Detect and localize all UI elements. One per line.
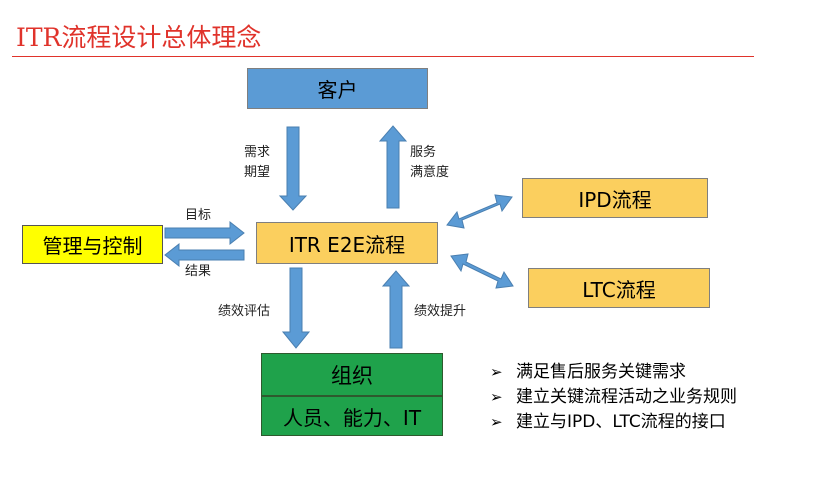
organization-box: 组织 bbox=[261, 353, 443, 396]
list-item-text: 满足售后服务关键需求 bbox=[516, 362, 686, 382]
performance-improve-arrow bbox=[381, 270, 411, 349]
arrowhead-bullet-icon: ➢ bbox=[490, 388, 503, 406]
list-item: ➢ 建立关键流程活动之业务规则 bbox=[490, 385, 737, 410]
demand-arrow bbox=[278, 126, 308, 211]
list-item: ➢ 建立与IPD、LTC流程的接口 bbox=[490, 410, 737, 435]
result-label: 结果 bbox=[185, 264, 212, 279]
demand-label: 需求 期望 bbox=[244, 143, 270, 183]
customer-box: 客户 bbox=[247, 68, 428, 109]
satisfaction-label: 服务 满意度 bbox=[410, 143, 449, 183]
title-divider bbox=[12, 56, 754, 57]
satisfaction-arrow bbox=[378, 125, 408, 209]
itr-ltc-arrow bbox=[450, 253, 514, 289]
performance-eval-label: 绩效评估 bbox=[218, 304, 271, 319]
satisfaction-label-line2: 满意度 bbox=[410, 165, 450, 180]
goal-label: 目标 bbox=[185, 208, 212, 223]
arrowhead-bullet-icon: ➢ bbox=[490, 363, 503, 381]
key-points-list: ➢ 满足售后服务关键需求 ➢ 建立关键流程活动之业务规则 ➢ 建立与IPD、LT… bbox=[490, 360, 737, 435]
satisfaction-label-line1: 服务 bbox=[410, 145, 437, 160]
itr-process-box: ITR E2E流程 bbox=[256, 222, 438, 264]
performance-eval-arrow bbox=[281, 267, 311, 349]
page-title: ITR流程设计总体理念 bbox=[16, 23, 262, 52]
demand-label-line2: 期望 bbox=[244, 165, 271, 180]
arrowhead-bullet-icon: ➢ bbox=[490, 413, 503, 431]
list-item-text: 建立与IPD、LTC流程的接口 bbox=[516, 412, 726, 432]
organization-sub-box: 人员、能力、IT bbox=[261, 396, 443, 436]
ltc-process-box: LTC流程 bbox=[528, 268, 710, 308]
demand-label-line1: 需求 bbox=[244, 145, 271, 160]
result-arrow bbox=[164, 242, 245, 268]
list-item: ➢ 满足售后服务关键需求 bbox=[490, 360, 737, 385]
list-item-text: 建立关键流程活动之业务规则 bbox=[516, 387, 737, 407]
itr-ipd-arrow bbox=[446, 194, 513, 229]
performance-improve-label: 绩效提升 bbox=[414, 304, 467, 319]
ipd-process-box: IPD流程 bbox=[522, 178, 708, 218]
goal-arrow bbox=[164, 220, 245, 246]
management-control-box: 管理与控制 bbox=[22, 225, 163, 264]
